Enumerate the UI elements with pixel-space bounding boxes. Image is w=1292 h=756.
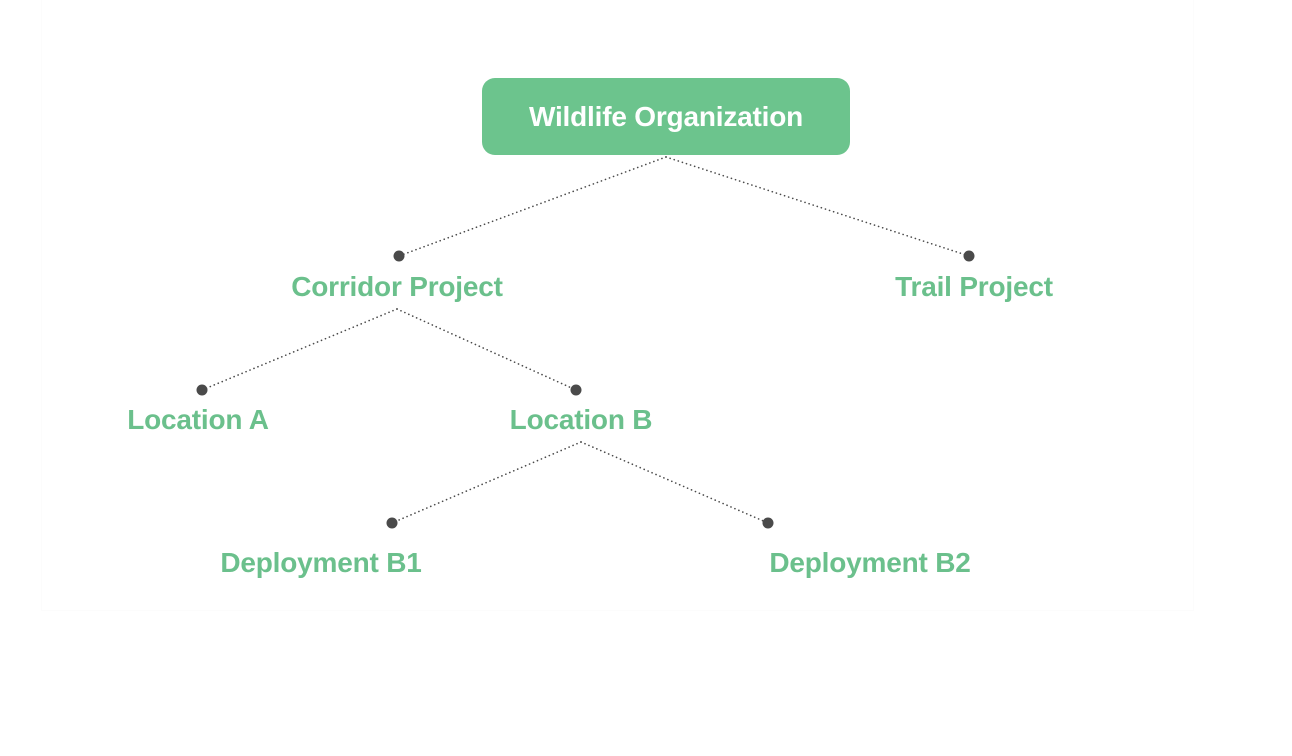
tree-node-dot-location-a: [196, 384, 208, 396]
tree-node-dot-location-b: [570, 384, 582, 396]
tree-node-deployment-b1[interactable]: Deployment B1: [220, 547, 422, 578]
tree-node-dot-trail-project: [963, 250, 975, 262]
tree-node-dot-deployment-b1: [386, 517, 398, 529]
tree-node-location-b[interactable]: Location B: [509, 404, 653, 435]
tree-node-dot-deployment-b2: [762, 517, 774, 529]
tree-node-trail-project[interactable]: Trail Project: [895, 271, 1053, 302]
tree-node-location-a[interactable]: Location A: [127, 404, 269, 435]
tree-node-dot-corridor-project: [393, 250, 405, 262]
tree-node-corridor-project[interactable]: Corridor Project: [291, 271, 503, 302]
tree-node-label: Wildlife Organization: [529, 100, 803, 132]
tree-node-deployment-b2[interactable]: Deployment B2: [769, 547, 971, 578]
tree-node-wildlife-organization[interactable]: Wildlife Organization: [482, 78, 850, 155]
